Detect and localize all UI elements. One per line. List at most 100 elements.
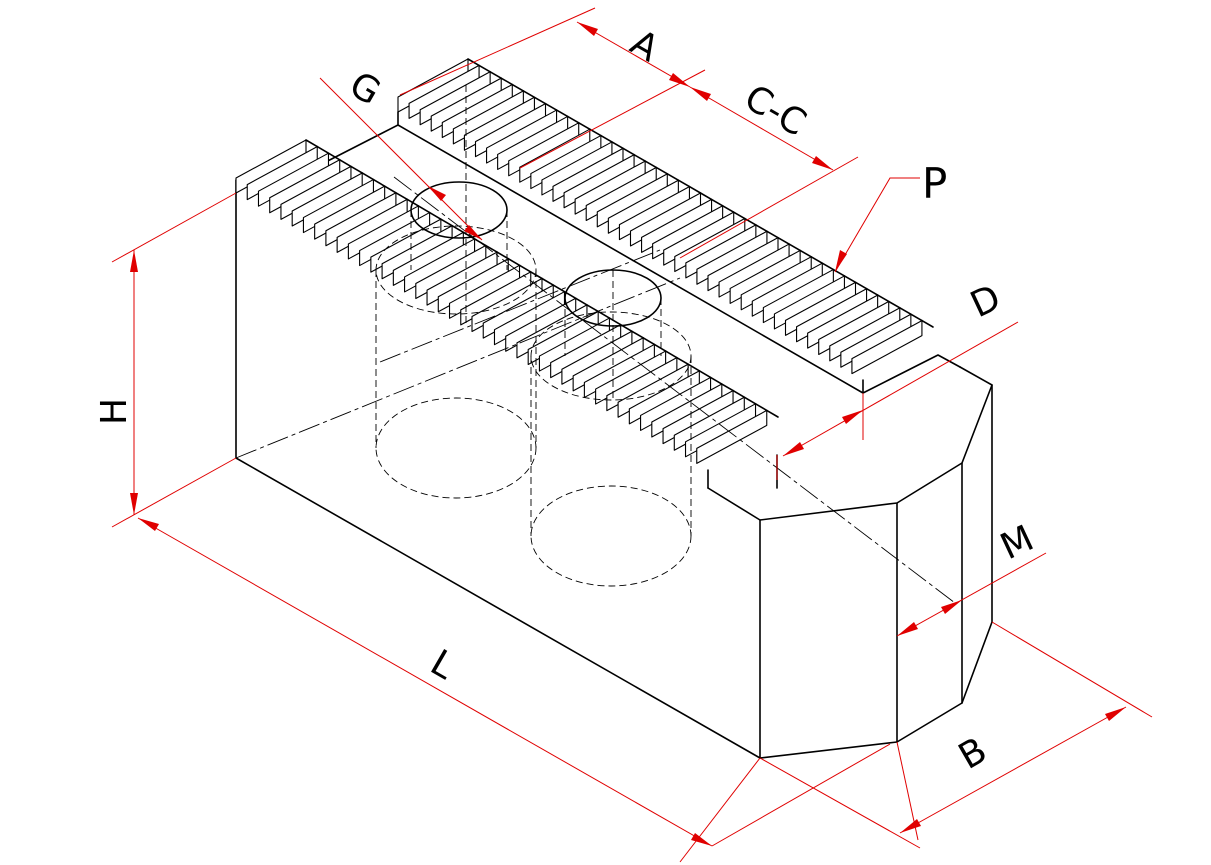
dimension-p-leader	[834, 177, 920, 273]
serration-ridge	[361, 172, 375, 181]
label-l: L	[424, 642, 462, 688]
dimension-a-cc	[399, 7, 859, 259]
serration-ridge	[709, 376, 723, 385]
centerline-through-holes	[379, 249, 661, 363]
serration-ridge	[766, 230, 779, 239]
serration-ridge	[642, 337, 656, 346]
serration-ridge	[518, 264, 532, 273]
serration-ridge	[372, 178, 386, 187]
dimension-d	[776, 321, 1019, 480]
serration-ridge	[644, 160, 658, 169]
serration-ridge	[622, 147, 635, 156]
serration-ridge	[754, 403, 768, 412]
serration-ridge	[921, 319, 934, 328]
label-d: D	[964, 277, 1006, 326]
serration-ridge	[522, 90, 536, 99]
serration-ridge	[799, 249, 813, 258]
serration-ridge	[732, 211, 746, 220]
serration-ridge	[478, 64, 491, 73]
serration-ridge	[721, 204, 735, 213]
serration-ridge	[676, 356, 689, 366]
serration-ridge	[552, 284, 566, 293]
serration-ridge	[865, 287, 879, 296]
label-b: B	[952, 730, 994, 778]
rear-rack-base	[397, 111, 864, 394]
serration-ridge	[633, 153, 646, 162]
serration-ridge	[608, 317, 622, 326]
serration-ridge	[876, 294, 890, 303]
serration-ridge	[843, 275, 857, 284]
serration-ridge	[777, 236, 790, 245]
centerline-diagonal	[235, 277, 681, 459]
serration-ridge	[687, 363, 701, 372]
serration-ridge	[710, 198, 724, 207]
label-h: H	[94, 398, 135, 425]
serration-ridge	[664, 350, 678, 359]
serration-ridge	[586, 304, 599, 313]
serration-ridge	[305, 139, 319, 148]
serration-ridge	[743, 396, 757, 405]
dimension-l	[137, 517, 891, 863]
serration-ridge	[500, 77, 514, 86]
serration-ridge	[440, 218, 453, 227]
dimension-b	[759, 621, 1153, 849]
end-face-top	[707, 366, 993, 521]
serration-ridge	[887, 300, 901, 309]
hole-1-bottom	[375, 397, 537, 499]
serration-ridge	[677, 179, 691, 188]
serration-ridge	[832, 268, 846, 277]
serration-ridge	[417, 205, 431, 214]
serration-ridge	[533, 96, 547, 105]
serration-ridge	[765, 409, 779, 418]
dimension-g	[319, 77, 483, 241]
serration-ridge	[485, 244, 498, 253]
serration-ridge	[854, 281, 868, 290]
serration-ridge	[511, 83, 525, 92]
serration-ridge	[577, 122, 591, 130]
serration-ridge	[574, 297, 588, 306]
serration-ridge	[788, 243, 801, 252]
serration-ridge	[350, 165, 363, 174]
dimension-h	[111, 192, 237, 528]
front-end-face	[862, 354, 961, 394]
serration-ridge	[611, 141, 624, 150]
serration-ridge	[688, 185, 702, 194]
counterbore-holes	[375, 85, 692, 587]
serration-ridge	[666, 173, 680, 182]
dimension-m	[896, 552, 1047, 637]
serration-ridge	[898, 307, 912, 316]
serration-ridge	[541, 277, 555, 286]
serration-ridge	[507, 257, 521, 267]
serration-ridge	[821, 262, 835, 271]
center-lines	[235, 176, 956, 604]
serration-ridge	[910, 313, 923, 322]
serration-ridge	[338, 158, 352, 168]
serration-ridge	[395, 191, 408, 201]
serration-ridge	[810, 256, 824, 264]
hole-2-bottom	[530, 485, 692, 587]
label-p: P	[922, 159, 947, 208]
serration-ridge	[316, 145, 330, 154]
label-g: G	[343, 64, 388, 113]
serration-ridge	[566, 115, 580, 124]
serration-ridge	[451, 224, 465, 234]
serration-ridge	[699, 192, 713, 201]
label-a: A	[624, 22, 666, 70]
label-cc: C-C	[738, 77, 813, 144]
serration-ridge	[555, 109, 569, 118]
serration-ridge	[631, 330, 644, 339]
serration-ridge	[743, 217, 757, 226]
serration-ridge	[721, 383, 734, 392]
serration-ridge	[496, 251, 510, 260]
dim-a-line	[576, 21, 691, 88]
serration-ridge	[698, 370, 712, 379]
serration-ridge	[489, 70, 503, 79]
serration-ridge	[732, 389, 746, 399]
serration-ridge	[653, 343, 667, 352]
serration-ridge	[462, 231, 476, 240]
serration-ridge	[383, 185, 397, 194]
serration-ridge	[544, 102, 558, 111]
serration-ridge	[755, 224, 768, 233]
serration-ridge	[428, 211, 442, 220]
